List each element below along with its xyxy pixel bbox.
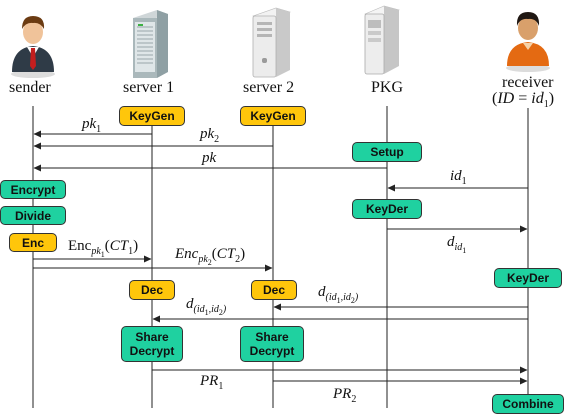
receiver-id-label: (ID = id1) <box>492 90 555 111</box>
msg-pk1: pk1 <box>82 116 102 135</box>
keyder-pkg-box: KeyDer <box>352 199 422 219</box>
server-pc-icon <box>364 5 400 75</box>
server-tower-icon <box>133 10 168 78</box>
keygen-server2-box: KeyGen <box>240 106 306 126</box>
server1-label: server 1 <box>123 79 175 96</box>
msg-enc-ct2: Encpk2(CT2) <box>175 246 246 267</box>
combine-box: Combine <box>492 394 564 414</box>
server-tower-white-icon <box>252 7 291 78</box>
keyder-receiver-box: KeyDer <box>494 268 562 288</box>
server2-label: server 2 <box>243 79 295 96</box>
msg-d-id1-id2-right: d(id1,id2) <box>318 284 359 305</box>
msg-pk: pk <box>202 150 217 166</box>
msg-id1: id1 <box>450 168 467 187</box>
divide-box: Divide <box>0 206 66 225</box>
msg-pr2: PR2 <box>333 386 357 405</box>
share-decrypt-server2-box: Share Decrypt <box>240 326 304 362</box>
dec-server2-box: Dec <box>251 280 297 300</box>
share-decrypt-server1-box: Share Decrypt <box>121 326 183 362</box>
sender-label: sender <box>9 79 51 96</box>
enc-box: Enc <box>9 233 57 252</box>
entity-icons <box>11 5 550 78</box>
setup-box: Setup <box>352 142 422 162</box>
person-orange-icon <box>506 12 550 72</box>
encrypt-box: Encrypt <box>0 180 66 199</box>
receiver-label: receiver <box>502 74 554 91</box>
person-red-tie-icon <box>11 16 55 78</box>
keygen-server1-box: KeyGen <box>119 106 185 126</box>
msg-pk2: pk2 <box>200 126 220 145</box>
msg-d-id1: did1 <box>447 234 467 255</box>
msg-enc-ct1: Encpk1(CT1) <box>68 238 139 259</box>
msg-d-id1-id2-left: d(id1,id2) <box>186 296 227 317</box>
pkg-label: PKG <box>371 79 404 96</box>
msg-pr1: PR1 <box>200 373 224 392</box>
dec-server1-box: Dec <box>129 280 175 300</box>
